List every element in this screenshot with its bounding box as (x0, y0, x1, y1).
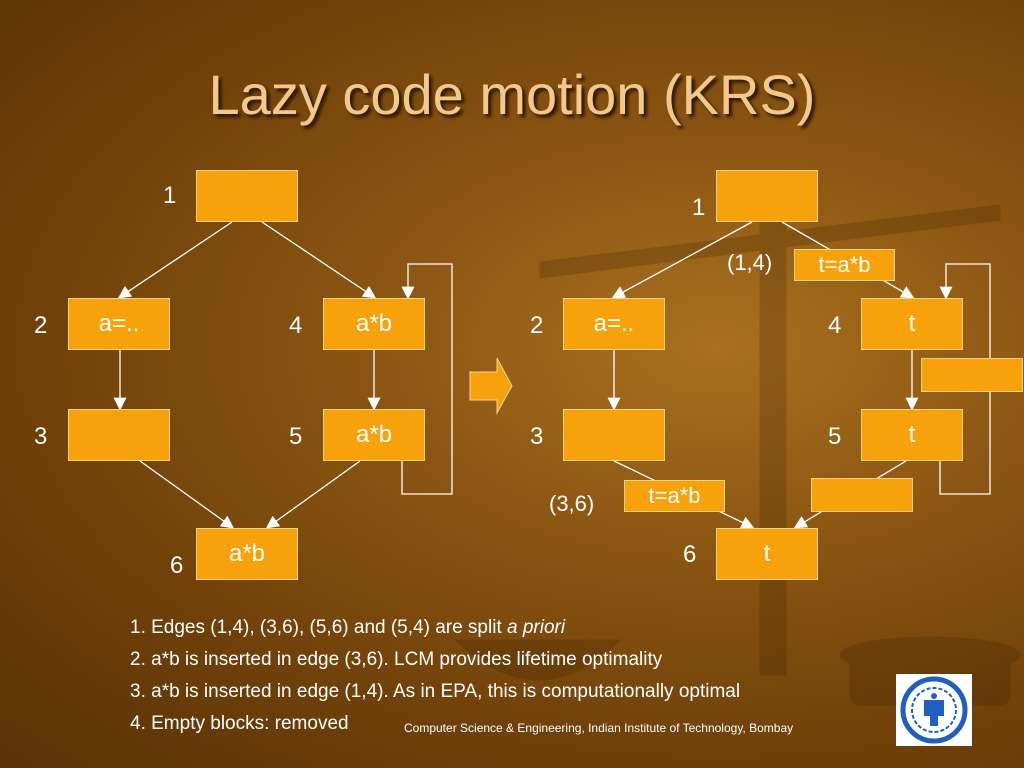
right-node-4: t (861, 298, 963, 350)
edge-label-1-4: (1,4) (727, 250, 773, 275)
left-node-3-number: 3 (34, 423, 48, 450)
left-node-6-number: 6 (170, 552, 184, 579)
left-node-3 (68, 409, 170, 461)
edge-r-1-2 (611, 221, 753, 299)
right-node-3-number: 3 (530, 423, 544, 450)
left-node-1-number: 1 (163, 182, 177, 209)
left-node-2: a=.. (68, 298, 170, 350)
left-node-2-number: 2 (34, 312, 48, 339)
iit-bombay-logo (896, 674, 972, 746)
left-node-5-number: 5 (289, 423, 303, 450)
left-node-6: a*b (196, 528, 298, 580)
right-node-1-number: 1 (692, 194, 706, 221)
right-node-5-number: 5 (828, 423, 842, 450)
transform-arrow-icon (469, 357, 513, 415)
right-node-2-number: 2 (530, 312, 544, 339)
bullet-1: 1. Edges (1,4), (3,6), (5,6) and (5,4) a… (130, 612, 740, 644)
bullet-list: 1. Edges (1,4), (3,6), (5,6) and (5,4) a… (130, 612, 740, 740)
right-node-2: a=.. (563, 298, 665, 350)
inserted-block-3-6: t=a*b (624, 480, 725, 512)
edge-l-3-6 (139, 460, 235, 529)
right-node-1 (716, 170, 818, 222)
bullet-1-italic: a priori (507, 617, 566, 638)
bullet-2: 2. a*b is inserted in edge (3,6). LCM pr… (130, 649, 663, 670)
right-node-6-number: 6 (683, 541, 697, 568)
right-node-4-number: 4 (828, 312, 842, 339)
slide-title: Lazy code motion (KRS) (208, 63, 816, 126)
left-node-1 (196, 170, 298, 222)
right-node-3 (563, 409, 665, 461)
edge-l-5-4-loop (401, 263, 453, 495)
left-node-4-number: 4 (289, 312, 303, 339)
footer-text: Computer Science & Engineering, Indian I… (404, 721, 794, 735)
split-block-5-4 (921, 358, 1023, 392)
bullet-1-text: 1. Edges (1,4), (3,6), (5,6) and (5,4) a… (130, 617, 508, 638)
bullet-3: 3. a*b is inserted in edge (1,4). As in … (130, 681, 741, 702)
inserted-block-1-4: t=a*b (794, 249, 895, 281)
edge-label-3-6: (3,6) (549, 491, 595, 516)
left-node-5: a*b (323, 409, 425, 461)
right-node-6: t (716, 528, 818, 580)
edge-l-1-2 (117, 221, 233, 299)
bullet-4: 4. Empty blocks: removed (130, 713, 349, 734)
right-node-5: t (861, 409, 963, 461)
split-block-5-6 (811, 478, 913, 512)
edge-l-1-4 (261, 221, 377, 299)
left-node-4: a*b (323, 298, 425, 350)
edge-l-5-6 (265, 460, 361, 529)
institute-seal-icon (900, 676, 968, 744)
